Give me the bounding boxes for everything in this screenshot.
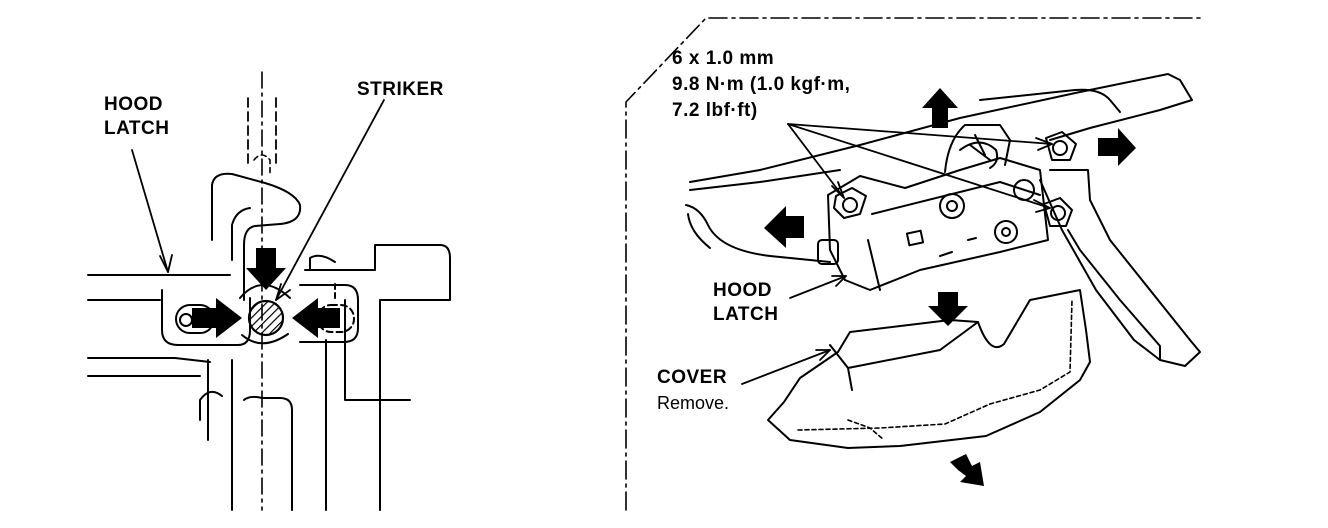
striker-label: STRIKER (357, 79, 444, 100)
bolt-left (833, 187, 867, 219)
arrow-down-icon (928, 292, 968, 326)
hood-striker-dashed-outline (247, 97, 277, 169)
arrow-left-icon (292, 298, 340, 338)
striker-rod (247, 299, 285, 337)
arrow-down-right-icon (950, 454, 984, 486)
cover-label: COVER (657, 367, 728, 388)
latch-body (827, 157, 1049, 291)
bolt-spec-torque-imperial: 7.2 lbf·ft) (672, 100, 758, 121)
cover-leader (741, 349, 831, 385)
latch-plate (87, 274, 231, 363)
arrow-left-icon (764, 206, 804, 248)
arrow-right-icon (1098, 128, 1136, 166)
bolt-top-right (1045, 131, 1077, 161)
arrow-down-icon (246, 248, 286, 290)
left-latch-view (87, 71, 451, 511)
latch-hook (211, 172, 302, 301)
left-hood-latch-label-line2: LATCH (104, 118, 170, 139)
bolt-leaders (787, 123, 1053, 213)
hood-panel (689, 73, 1193, 183)
right-latch-view (625, 17, 1206, 511)
latch-side-bracket (304, 244, 451, 511)
hood-latch-leader (789, 275, 847, 299)
arrow-up-icon (922, 88, 958, 128)
right-hood-latch-label-line2: LATCH (713, 304, 779, 325)
right-hood-latch-label-line1: HOOD (713, 280, 772, 301)
bolt-spec-size: 6 x 1.0 mm (672, 48, 775, 69)
view-border (625, 17, 1206, 511)
cover-note: Remove. (657, 393, 730, 413)
hood-latch-leader (131, 149, 169, 273)
left-hood-latch-label-line1: HOOD (104, 94, 163, 115)
bolt-spec-torque-metric: 9.8 N·m (1.0 kgf·m, (672, 74, 851, 95)
release-cable (685, 204, 831, 263)
support-bracket (1049, 169, 1201, 367)
arrow-right-icon (192, 298, 242, 338)
latch-cover (767, 289, 1091, 449)
striker-leader (275, 99, 385, 301)
